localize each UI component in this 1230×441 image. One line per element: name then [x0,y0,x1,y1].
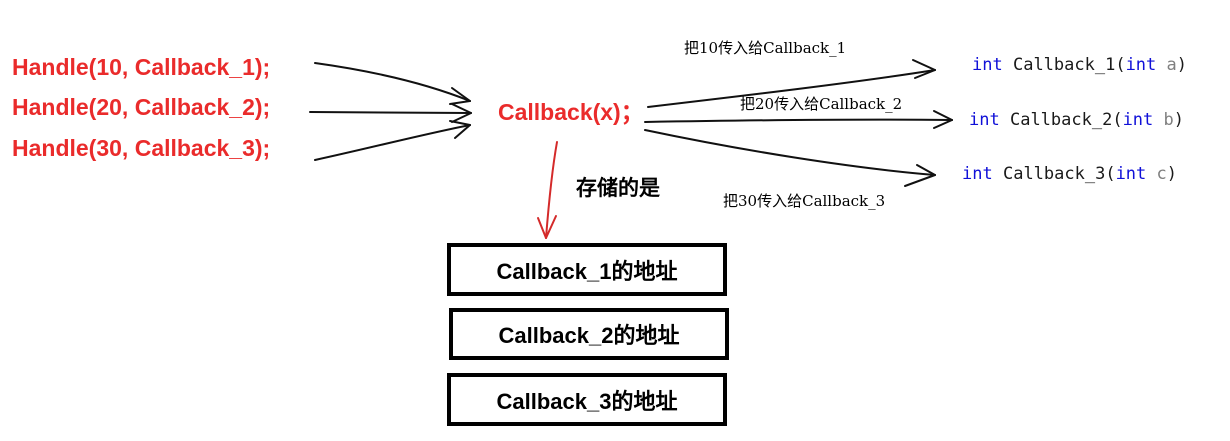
keyword: int [972,55,1003,75]
param-name: c [1146,164,1167,184]
handle-arrow-2 [309,103,472,123]
close-paren: ) [1173,110,1185,130]
pass-note-1: 把10传入给Callback_1 [684,39,847,57]
address-box-label: Callback_1的地址 [496,258,678,284]
param-type: int [1115,164,1147,184]
handle-call-1: Handle(10, Callback_1); [12,54,271,80]
address-box-2: Callback_2的地址 [449,308,729,360]
pass-note-3: 把30传入给Callback_3 [723,192,886,210]
param-type: int [1122,110,1154,130]
pass-note-2: 把20传入给Callback_2 [740,95,903,113]
param-name: a [1156,55,1177,75]
storage-label: 存储的是 [576,177,660,200]
callback-call: Callback(x)； [498,99,644,125]
handle-call-2: Handle(20, Callback_2); [12,94,271,120]
function-name: Callback_2( [1009,110,1123,130]
close-paren: ) [1176,55,1188,75]
callback-arrow-2 [644,110,953,129]
function-def-2: int Callback_2(int b) [969,112,1184,129]
storage-arrow [537,141,558,239]
keyword: int [962,164,993,184]
handle-arrow-3 [314,120,471,161]
handle-arrow-1 [314,62,471,105]
function-name: Callback_3( [1002,164,1116,184]
address-box-label: Callback_2的地址 [498,323,680,348]
address-box-1: Callback_1的地址 [447,243,727,296]
param-name: b [1153,110,1174,130]
function-def-1: int Callback_1(int a) [972,57,1187,74]
callback-arrow-3 [644,129,936,187]
keyword: int [969,110,1000,130]
handle-call-3: Handle(30, Callback_3); [12,135,271,161]
address-box-label: Callback_3的地址 [496,388,678,414]
function-def-3: int Callback_3(int c) [962,166,1177,183]
param-type: int [1125,55,1157,75]
function-name: Callback_1( [1012,55,1126,75]
close-paren: ) [1166,164,1178,184]
callback-arrow-1 [647,59,936,108]
address-box-3: Callback_3的地址 [447,373,727,426]
